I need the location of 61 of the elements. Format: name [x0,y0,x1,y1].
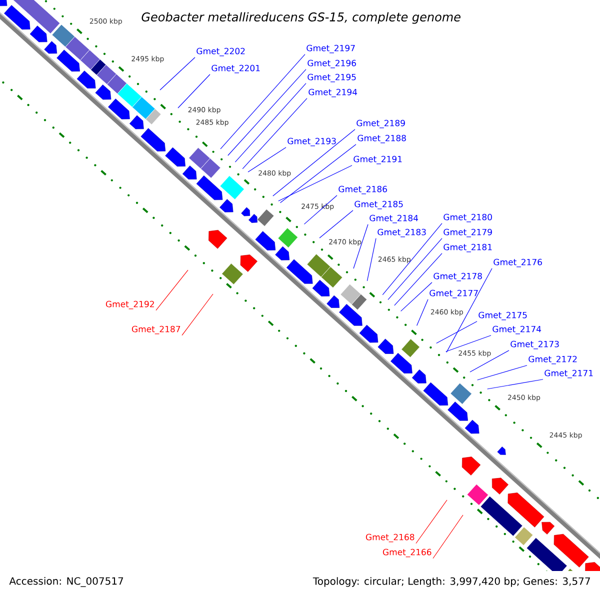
gene-label: Gmet_2180 [444,214,492,222]
gene-label: Gmet_2181 [444,244,492,252]
gene-label: Gmet_2188 [358,134,406,144]
gene-label: Gmet_2171 [544,370,593,378]
gene-label: Gmet_2173 [510,340,559,350]
leader-line [487,379,544,390]
leader-line [432,514,464,559]
leader-line [416,299,428,326]
gene-label: Gmet_2193 [288,138,336,146]
gene-label: Gmet_2186 [338,186,387,194]
gene-label: Gmet_2168 [366,534,414,542]
gene-label: Gmet_2172 [528,356,577,364]
leader-line [319,210,354,238]
leader-line [366,238,376,282]
gene-label: Gmet_2195 [308,74,356,82]
leader-line [470,350,510,372]
leader-line [304,195,338,224]
leader-line [272,129,356,196]
leader-line [382,223,442,296]
leader-line [156,270,188,311]
leader-line [248,147,286,172]
info-text: Accession: NC_007517 [9,577,124,587]
leader-line [278,165,352,202]
gene-label: Gmet_2184 [370,214,418,224]
gene-label: Gmet_2192 [106,300,154,310]
leader-line [182,294,214,336]
gene-label: Gmet_2191 [354,156,402,164]
gene-label: Gmet_2202 [196,48,245,56]
leader-line [178,74,210,108]
gene-label: Gmet_2196 [308,60,356,68]
leader-line [436,321,478,344]
leader-line [394,253,442,306]
info-text: Topology: circular; Length: 3,997,420 bp; Genes: 3,577 [312,577,590,587]
gene-label: Gmet_2189 [356,120,405,128]
gene-label: Gmet_2166 [382,548,432,558]
leader-line [220,54,306,150]
leader-line [353,224,368,269]
leader-line [446,268,492,353]
leader-line [228,69,306,156]
gene-label: Gmet_2179 [444,228,492,238]
gene-label: Gmet_2201 [212,64,260,74]
gene-label: Gmet_2183 [378,228,426,238]
gene-label: Gmet_2187 [132,326,180,334]
gene-label: Gmet_2175 [478,312,527,320]
leader-line [160,57,196,90]
gene-label: Gmet_2178 [434,272,482,282]
gene-label: Gmet_2194 [308,88,358,98]
leader-line [234,83,306,162]
title: Geobacter metallireducens GS-15, complete genome [142,12,460,24]
leader-line [446,335,492,352]
gene-label: Gmet_2177 [430,290,478,298]
gene-label: Gmet_2185 [354,200,403,210]
leader-line [400,282,432,312]
gene-label: Gmet_2197 [306,44,355,54]
leader-line [416,500,448,544]
leader-line [388,238,442,300]
leader-line [477,365,528,380]
leader-line [242,98,308,170]
gene-label: Gmet_2176 [494,258,542,268]
leader-line [280,144,356,203]
gene-label: Gmet_2174 [492,326,542,334]
